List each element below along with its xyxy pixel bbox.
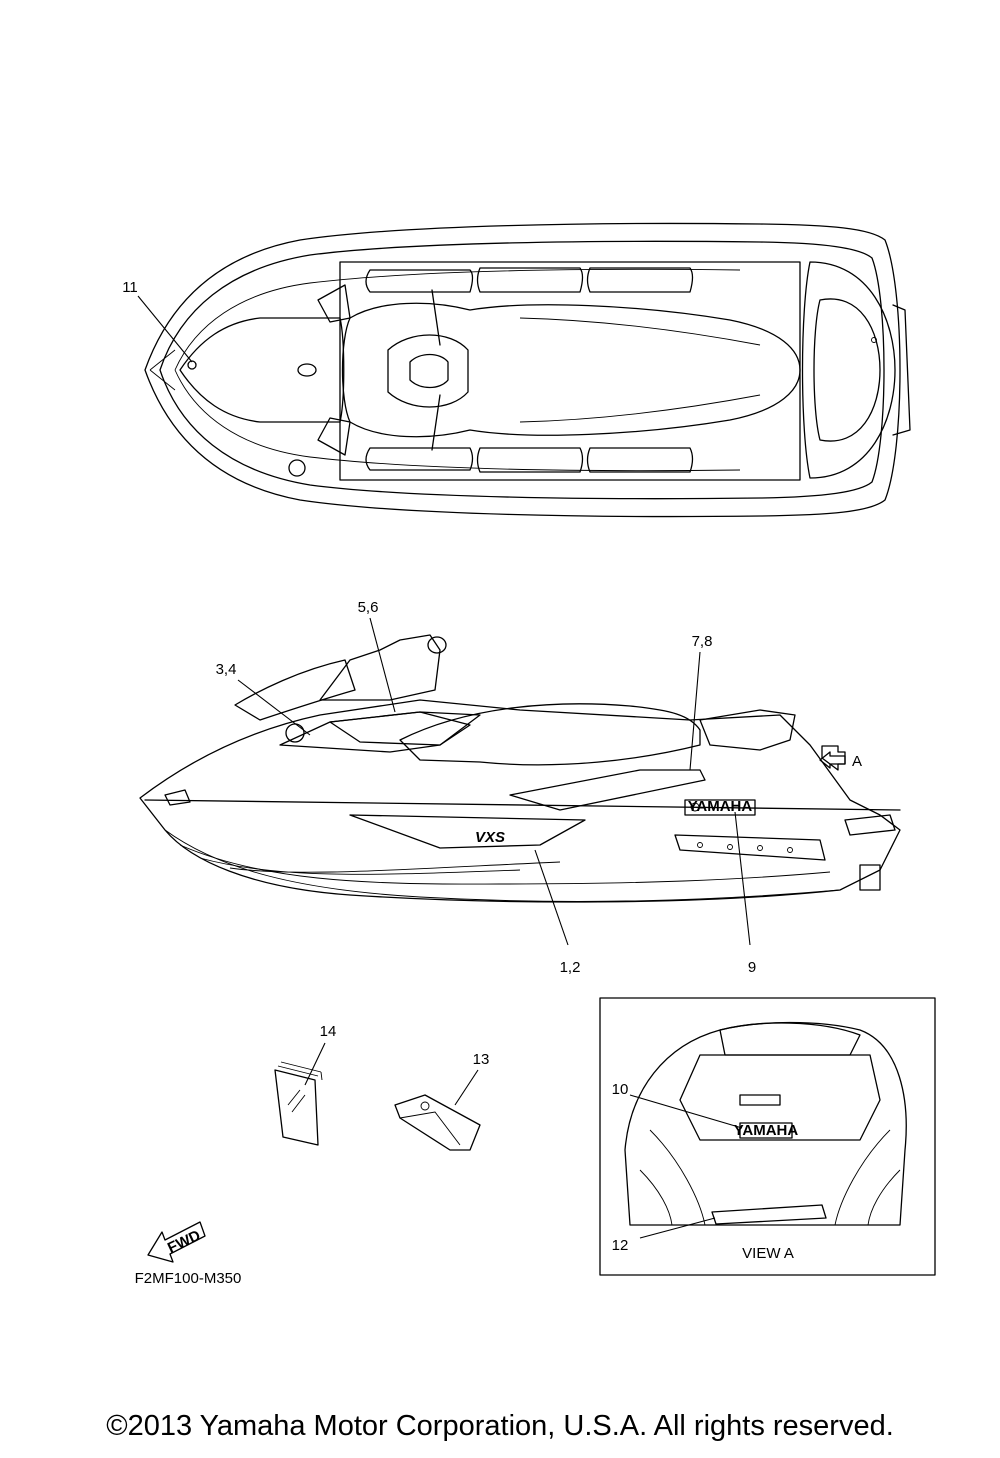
callout-7-8: 7,8 [692, 633, 713, 650]
fwd-label: FWD [165, 1227, 203, 1257]
callout-10: 10 [612, 1081, 629, 1098]
callout-13: 13 [473, 1051, 490, 1068]
leader-12 [639, 1217, 716, 1239]
side-view-watercraft [139, 634, 901, 903]
leader-14 [304, 1042, 326, 1086]
part-13-pouch [394, 1094, 481, 1151]
fwd-arrow-icon [147, 1221, 206, 1263]
leader-13 [454, 1069, 479, 1106]
callout-12: 12 [612, 1237, 629, 1254]
vxs-decal: VXS [475, 829, 505, 846]
view-a-frame [599, 997, 936, 1276]
callout-14: 14 [320, 1023, 337, 1040]
callout-9: 9 [748, 959, 756, 976]
rear-view-watercraft [624, 1021, 907, 1226]
view-a-label: VIEW A [742, 1245, 794, 1262]
yamaha-rear-decal: YAMAHA [734, 1122, 799, 1139]
callout-view-a: A [852, 753, 862, 770]
copyright-notice: ©2013 Yamaha Motor Corporation, U.S.A. A… [106, 1410, 894, 1442]
callout-5-6: 5,6 [358, 599, 379, 616]
leader-11 [137, 295, 193, 363]
part-14-manual [274, 1061, 323, 1146]
leader-5-6 [369, 617, 396, 713]
top-view-watercraft [144, 222, 911, 518]
leader-10 [629, 1094, 743, 1129]
leader-1-2 [534, 849, 569, 946]
leader-9 [734, 811, 751, 946]
leader-3-4 [237, 679, 311, 736]
leader-7-8 [689, 651, 701, 771]
callout-3-4: 3,4 [216, 661, 237, 678]
view-a-arrow-icon [819, 751, 846, 769]
part-code: F2MF100-M350 [135, 1270, 242, 1287]
callout-11: 11 [122, 279, 138, 296]
callout-1-2: 1,2 [560, 959, 581, 976]
yamaha-side-decal: YAMAHA [688, 798, 753, 815]
